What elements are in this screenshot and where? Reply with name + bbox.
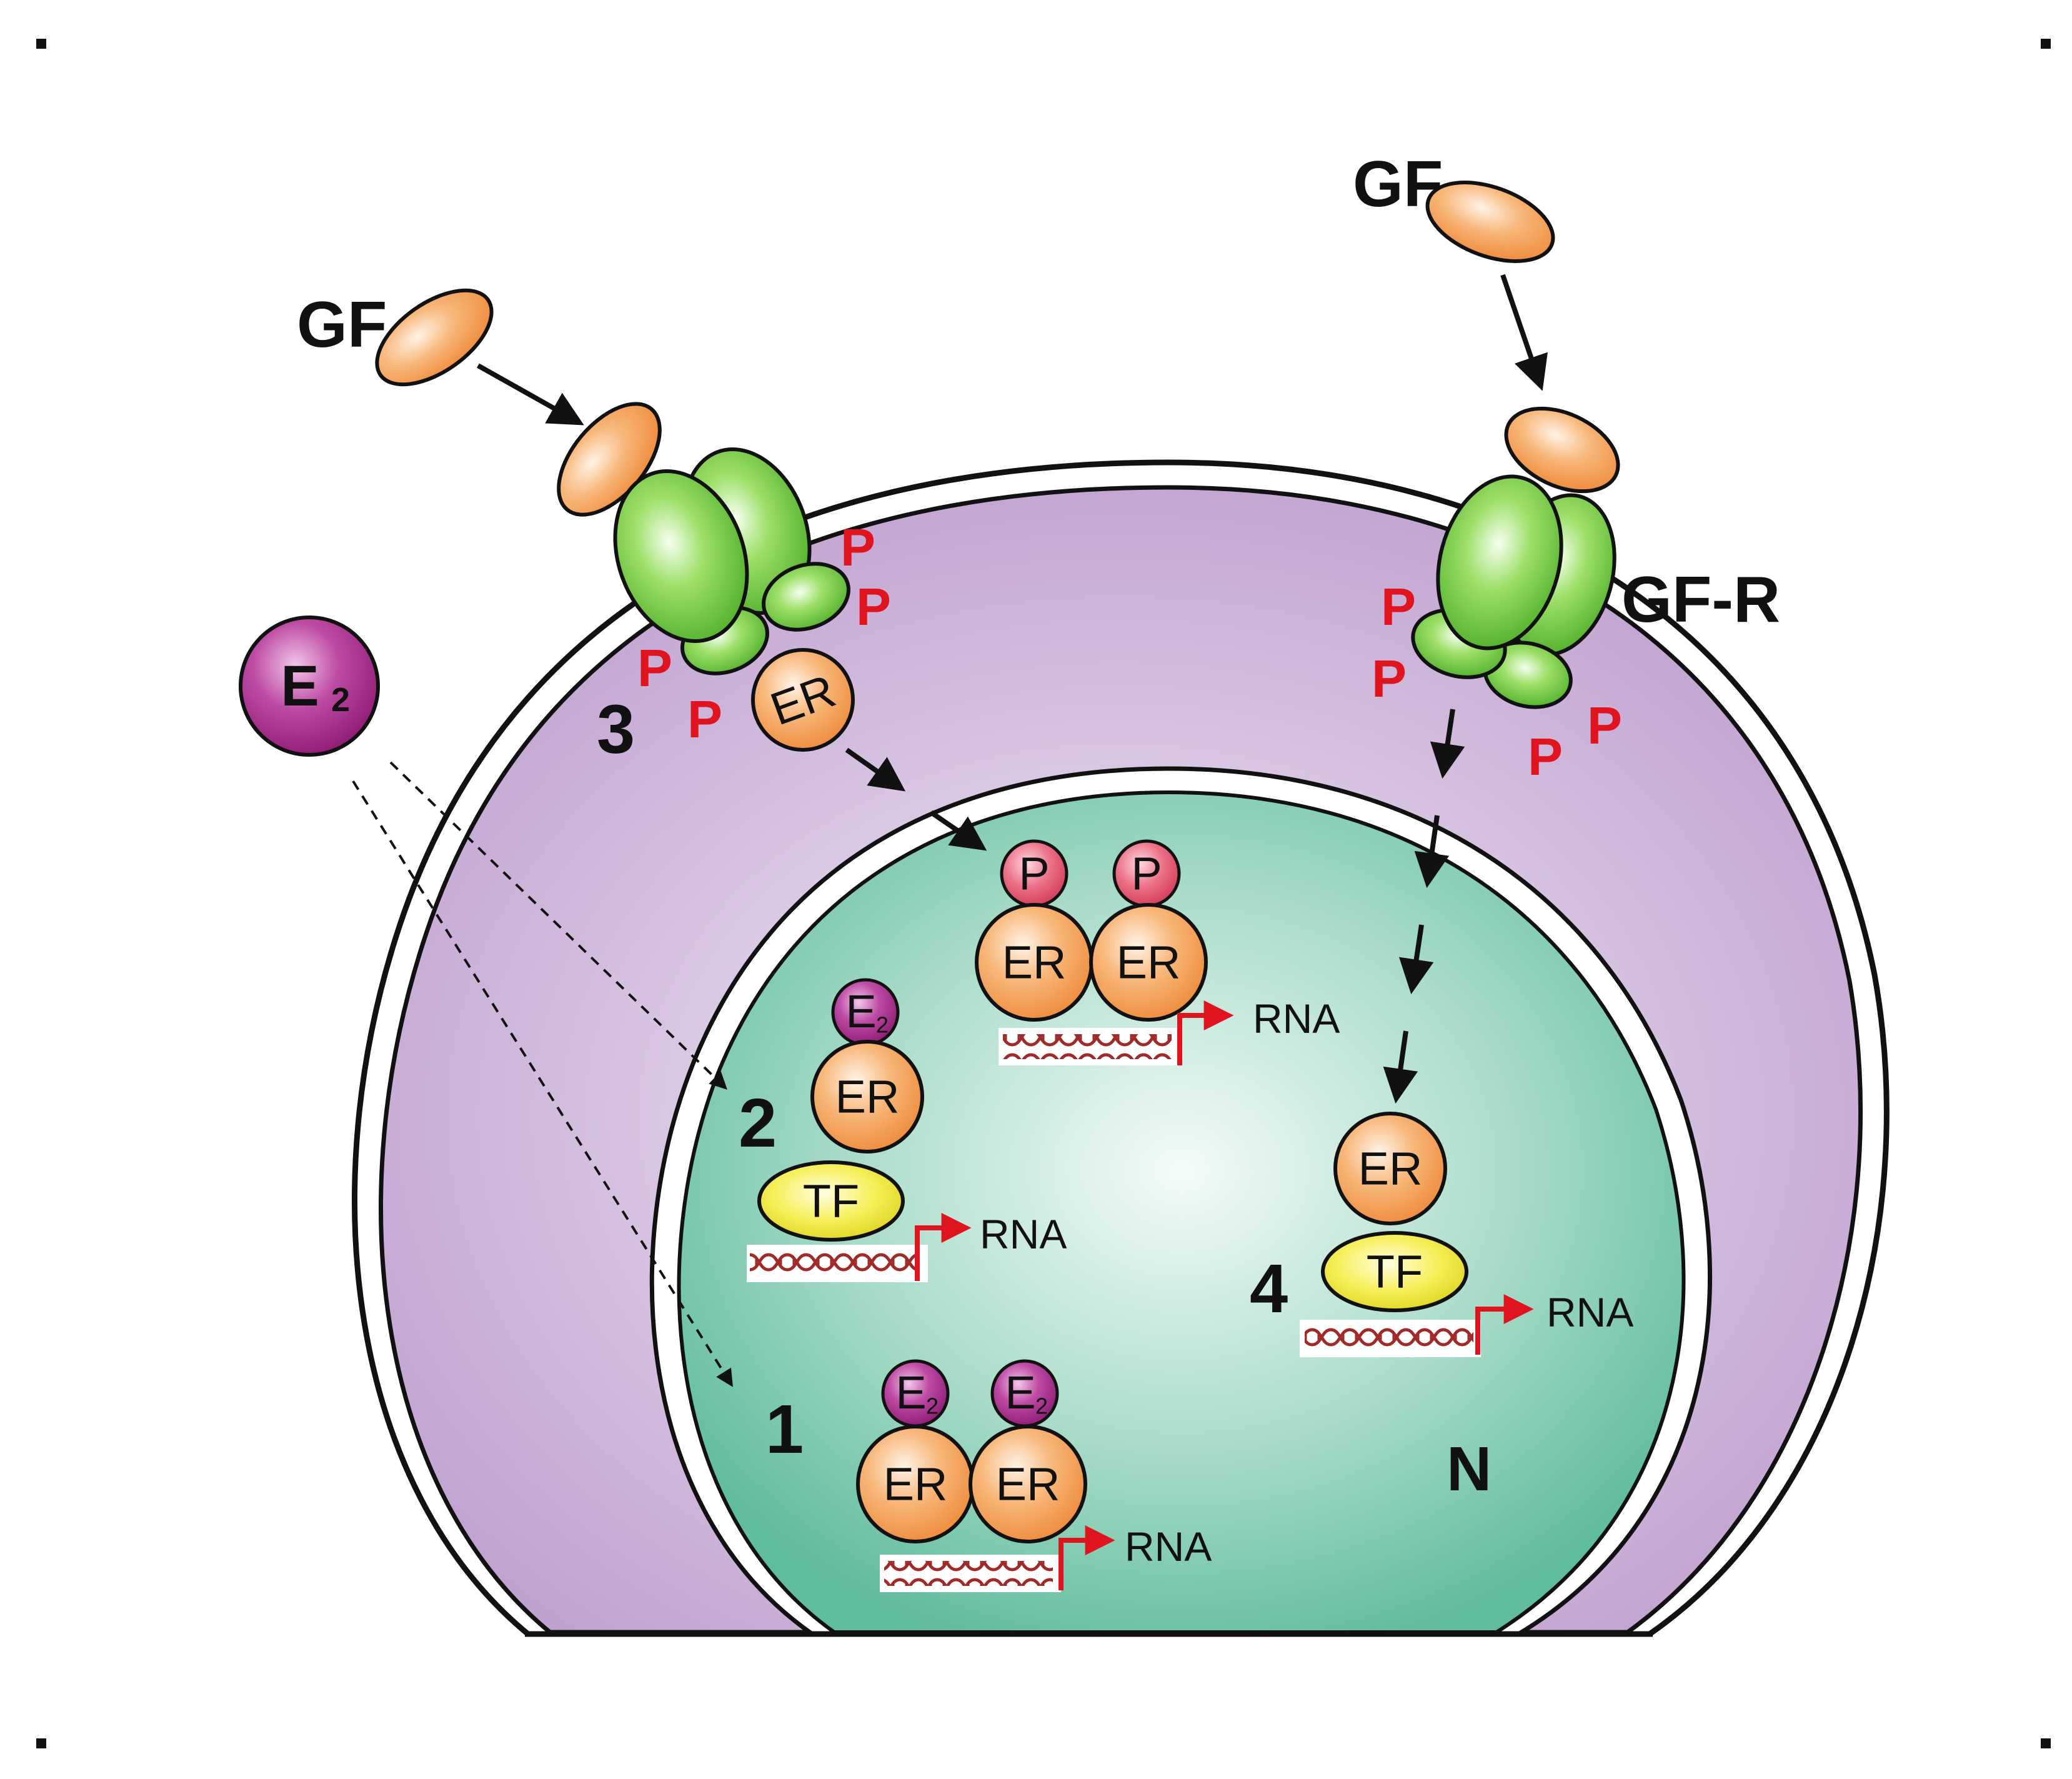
er-ball-label: ER <box>835 1071 900 1123</box>
phospho-label: P <box>687 690 722 749</box>
cell <box>352 459 1890 1637</box>
step-2-label: 2 <box>739 1085 777 1162</box>
corner-mark <box>36 39 46 49</box>
e2-ball-label: E <box>895 1367 926 1418</box>
complex-1: 1 E 2 E 2 ER ER RNA <box>765 1359 1212 1592</box>
tf-ball-label: TF <box>1367 1246 1423 1298</box>
dna-helix <box>750 1251 919 1276</box>
nucleus-label: N <box>1447 1434 1492 1504</box>
phospho-label: P <box>1381 577 1416 636</box>
phospho-label: P <box>637 639 672 697</box>
corner-mark <box>2041 1738 2051 1748</box>
phospho-label: P <box>1372 649 1407 708</box>
signal-arrow <box>1383 1030 1418 1104</box>
er-ball-label: ER <box>1002 937 1067 989</box>
tf-ball-label: TF <box>803 1175 859 1227</box>
transcription-arrow <box>1177 1000 1234 1065</box>
e2-outside-label: E <box>281 654 319 718</box>
dna-helix <box>884 1561 1053 1586</box>
phospho-ball-label: P <box>1019 848 1049 900</box>
diffusion-path-2 <box>389 761 728 1090</box>
phospho-label: P <box>1528 727 1563 786</box>
step-1-label: 1 <box>765 1391 804 1468</box>
diffusion-path-1 <box>352 780 733 1387</box>
tf-ball <box>757 1160 905 1242</box>
transcription-arrow <box>915 1213 972 1281</box>
er-cytoplasmic <box>751 648 855 752</box>
er-ball <box>1333 1112 1447 1225</box>
er-ball-label: ER <box>884 1458 948 1510</box>
er-ball <box>969 1425 1087 1543</box>
er-ball-label: ER <box>1117 937 1181 989</box>
er-ball <box>810 1040 924 1154</box>
translocation-arrow <box>845 747 906 792</box>
step-3-label: 3 <box>597 691 635 768</box>
e2-outside-subscript: 2 <box>331 681 350 719</box>
er-ball-label: ER <box>996 1458 1060 1510</box>
phospho-label: P <box>840 518 875 577</box>
receptor-lobe <box>762 562 850 632</box>
phospho-ball-label: P <box>1131 848 1162 900</box>
transcription-arrow <box>1475 1294 1534 1355</box>
e2-ball-label: E <box>1005 1367 1035 1418</box>
signal-arrow <box>1430 709 1465 779</box>
gf-ligand-free-right <box>1425 181 1555 263</box>
gf-pathway-left: GF P P P P ER 3 <box>297 288 987 851</box>
gf-left-label: GF <box>297 289 387 361</box>
er-ball-label: ER <box>1358 1143 1423 1195</box>
gf-pathway-right: GF GF-R P P P P <box>1353 148 1780 1104</box>
e2-pathway: E 2 <box>239 615 733 1387</box>
dna-helix <box>1305 1326 1473 1351</box>
receptor-lobe <box>1436 474 1563 650</box>
corner-mark <box>36 1738 46 1748</box>
step-4-label: 4 <box>1250 1250 1288 1327</box>
phospho-label: P <box>1587 696 1622 755</box>
er-ball <box>1089 903 1208 1022</box>
e2-ball-subscript: 2 <box>1035 1393 1048 1419</box>
dna-helix <box>1003 1034 1172 1059</box>
signal-arrow <box>1414 815 1450 889</box>
complex-2: 2 E 2 ER TF RNA <box>739 978 1067 1282</box>
translocation-arrow <box>929 810 987 851</box>
rna-label: RNA <box>1253 995 1340 1042</box>
e2-ball-label: E <box>845 985 876 1037</box>
tf-ball <box>1321 1231 1468 1312</box>
binding-arrow <box>477 363 584 426</box>
e2-ball-subscript: 2 <box>876 1012 889 1038</box>
complex-4: 4 ER TF RNA <box>1250 1112 1633 1357</box>
binding-arrow <box>1500 274 1548 391</box>
complex-phospho-er-dimer: P P ER ER RNA <box>975 839 1340 1065</box>
receptor-lobe <box>613 469 749 643</box>
e2-ball-subscript: 2 <box>926 1393 939 1419</box>
e2-outside <box>239 615 380 757</box>
signal-arrow <box>1398 924 1434 995</box>
gf-ligand-bound-right <box>1504 406 1620 494</box>
gf-r-label: GF-R <box>1621 564 1780 636</box>
rna-label: RNA <box>1125 1523 1212 1570</box>
rna-label: RNA <box>980 1211 1067 1257</box>
phospho-label: P <box>856 577 891 636</box>
transcription-arrow <box>1058 1525 1115 1590</box>
gf-ligand-free-left <box>375 288 494 387</box>
rna-label: RNA <box>1547 1289 1633 1335</box>
corner-mark <box>2041 39 2051 49</box>
